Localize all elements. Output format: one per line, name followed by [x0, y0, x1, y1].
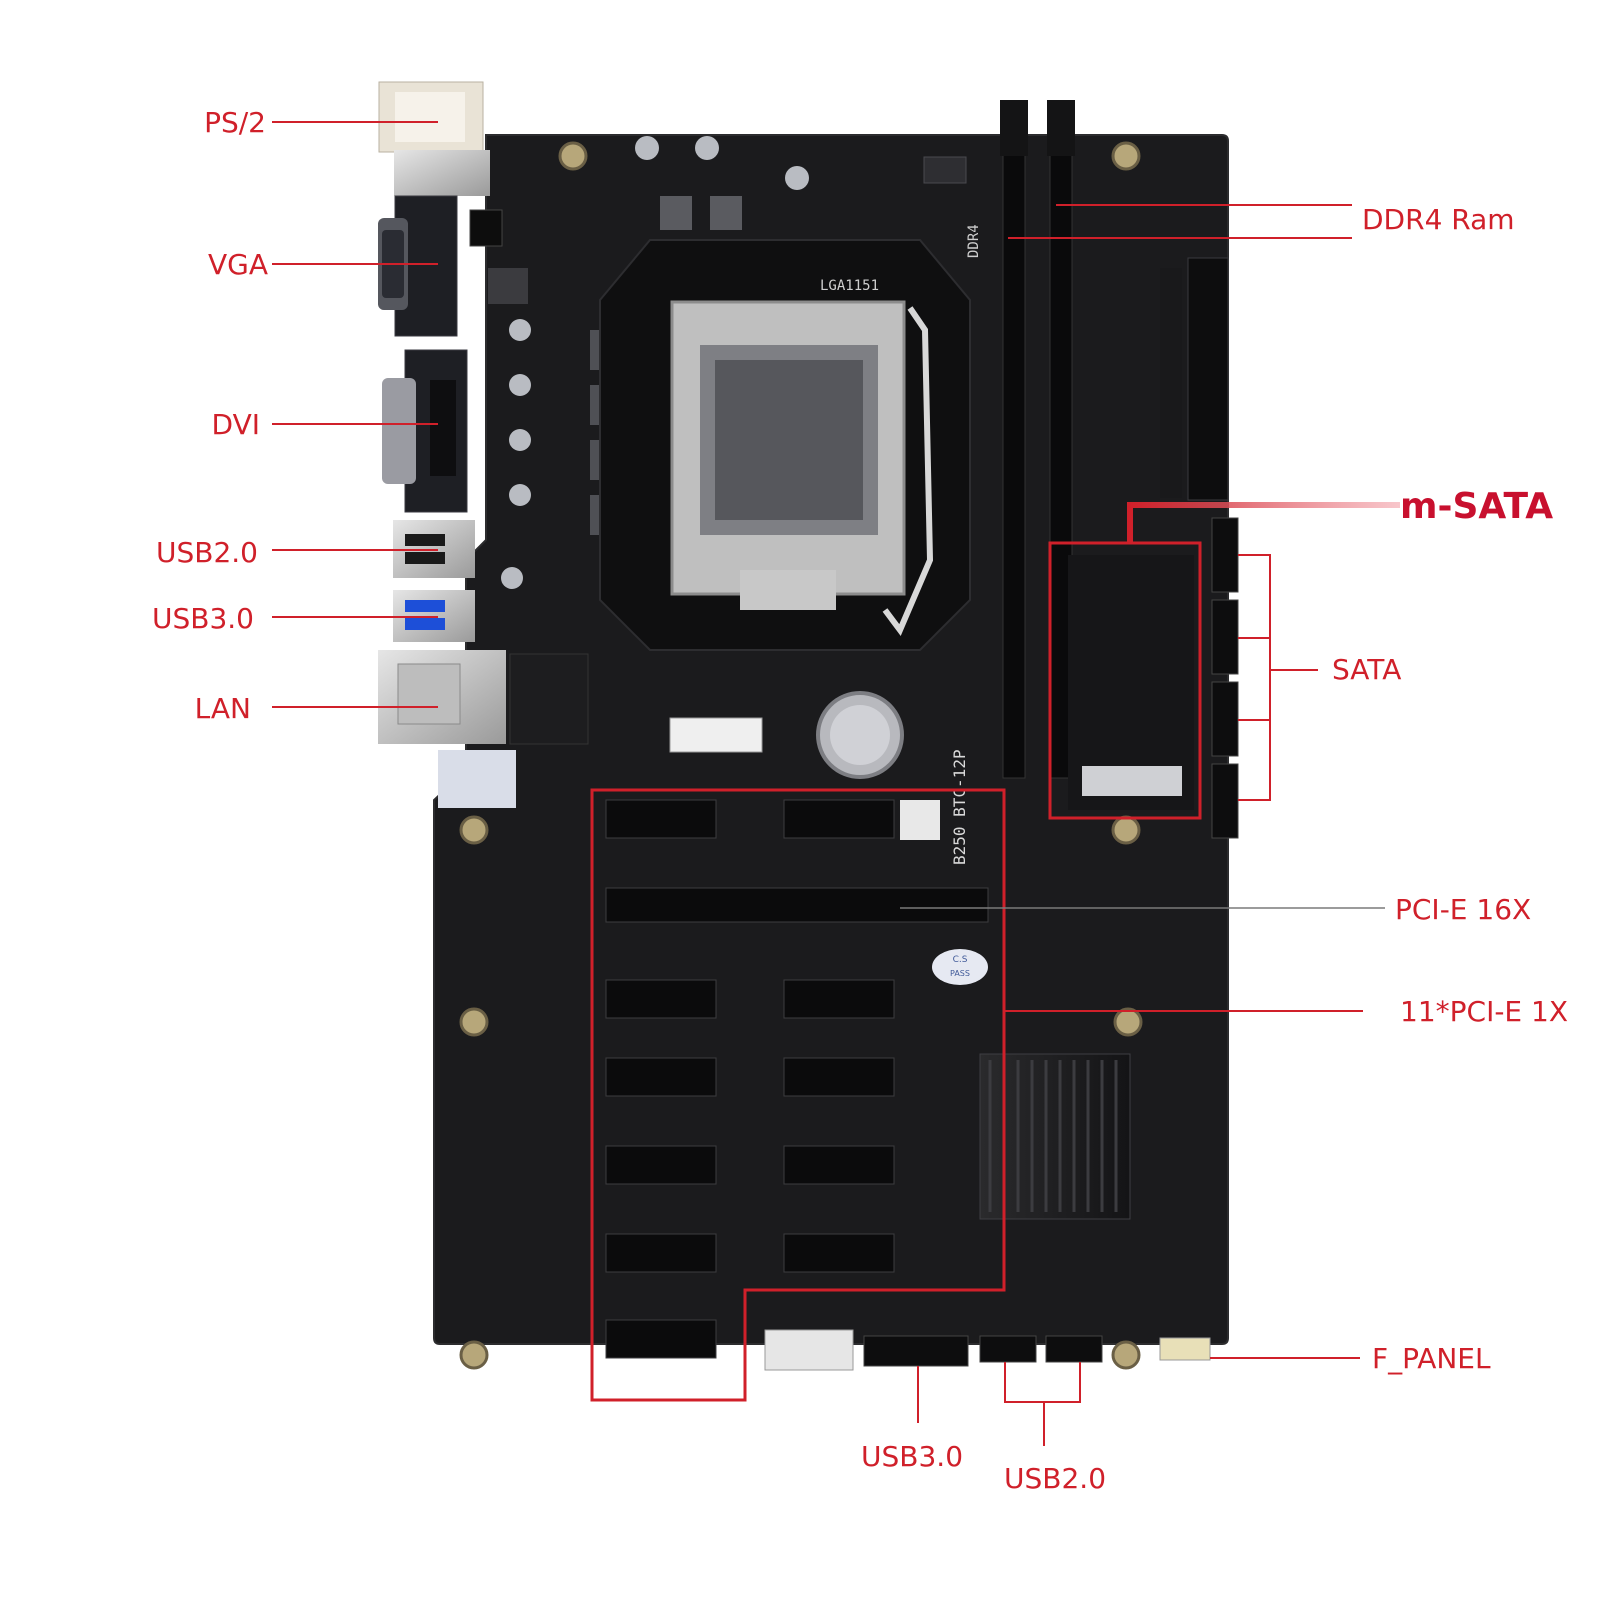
rear-io: [378, 81, 589, 808]
model-text: B250 BTC-12P: [950, 749, 969, 865]
label-pcie16: PCI-E 16X: [1395, 893, 1531, 926]
usb30-header: [863, 1335, 969, 1367]
msata-leader: [1127, 502, 1400, 543]
ps2-port: [378, 81, 490, 196]
label-lan: LAN: [195, 692, 251, 725]
pcie-box: [590, 788, 1006, 1402]
label-usb30-rear: USB3.0: [152, 602, 254, 635]
label-dvi: DVI: [212, 408, 260, 441]
sata-bracket: [1238, 554, 1271, 801]
mount-holes: [459, 141, 1143, 1370]
label-fpanel: F_PANEL: [1372, 1342, 1491, 1375]
label-usb20-rear: USB2.0: [156, 536, 258, 569]
lan-chip-area: [438, 750, 516, 808]
label-ps2: PS/2: [204, 106, 266, 139]
msata-box: [1048, 541, 1202, 820]
msata-slot: [1068, 555, 1194, 810]
svg-text:PASS: PASS: [950, 969, 970, 978]
fan-header: [669, 717, 763, 753]
f-panel-header: [1159, 1337, 1211, 1361]
socket-text: LGA1151: [820, 278, 879, 294]
annotation-overlays: [272, 121, 1400, 1446]
atx-24pin: [1187, 257, 1229, 501]
pcie-slots: B250 BTC-12P: [605, 749, 989, 1359]
label-msata: m-SATA: [1400, 486, 1553, 527]
cmos-battery: [816, 691, 904, 779]
qr-code-icon: [900, 800, 940, 840]
ddr-text: DDR4: [966, 224, 982, 258]
dvi-port: [382, 349, 468, 513]
labels: PS/2 VGA DVI USB2.0 USB3.0 LAN DDR4 Ram …: [152, 106, 1568, 1495]
label-pcie1: 11*PCI-E 1X: [1400, 995, 1568, 1028]
usb20-bottom-bracket: [1004, 1362, 1081, 1403]
cpu-socket: LGA1151: [599, 239, 971, 651]
ddr4-slots: DDR4: [966, 100, 1075, 779]
cs-pass-sticker: C.S PASS: [932, 949, 988, 985]
lan-port: [378, 650, 589, 745]
pcie-16x-slot: [605, 887, 989, 923]
label-usb30-bottom: USB3.0: [861, 1440, 963, 1473]
vga-port: [378, 195, 458, 337]
bottom-headers: [764, 1329, 1211, 1371]
label-usb20-bottom: USB2.0: [1004, 1462, 1106, 1495]
label-vga: VGA: [208, 248, 268, 281]
label-ddr4: DDR4 Ram: [1362, 203, 1515, 236]
svg-text:C.S: C.S: [953, 955, 968, 965]
sata-ports: [1211, 517, 1239, 839]
label-sata: SATA: [1332, 653, 1401, 686]
